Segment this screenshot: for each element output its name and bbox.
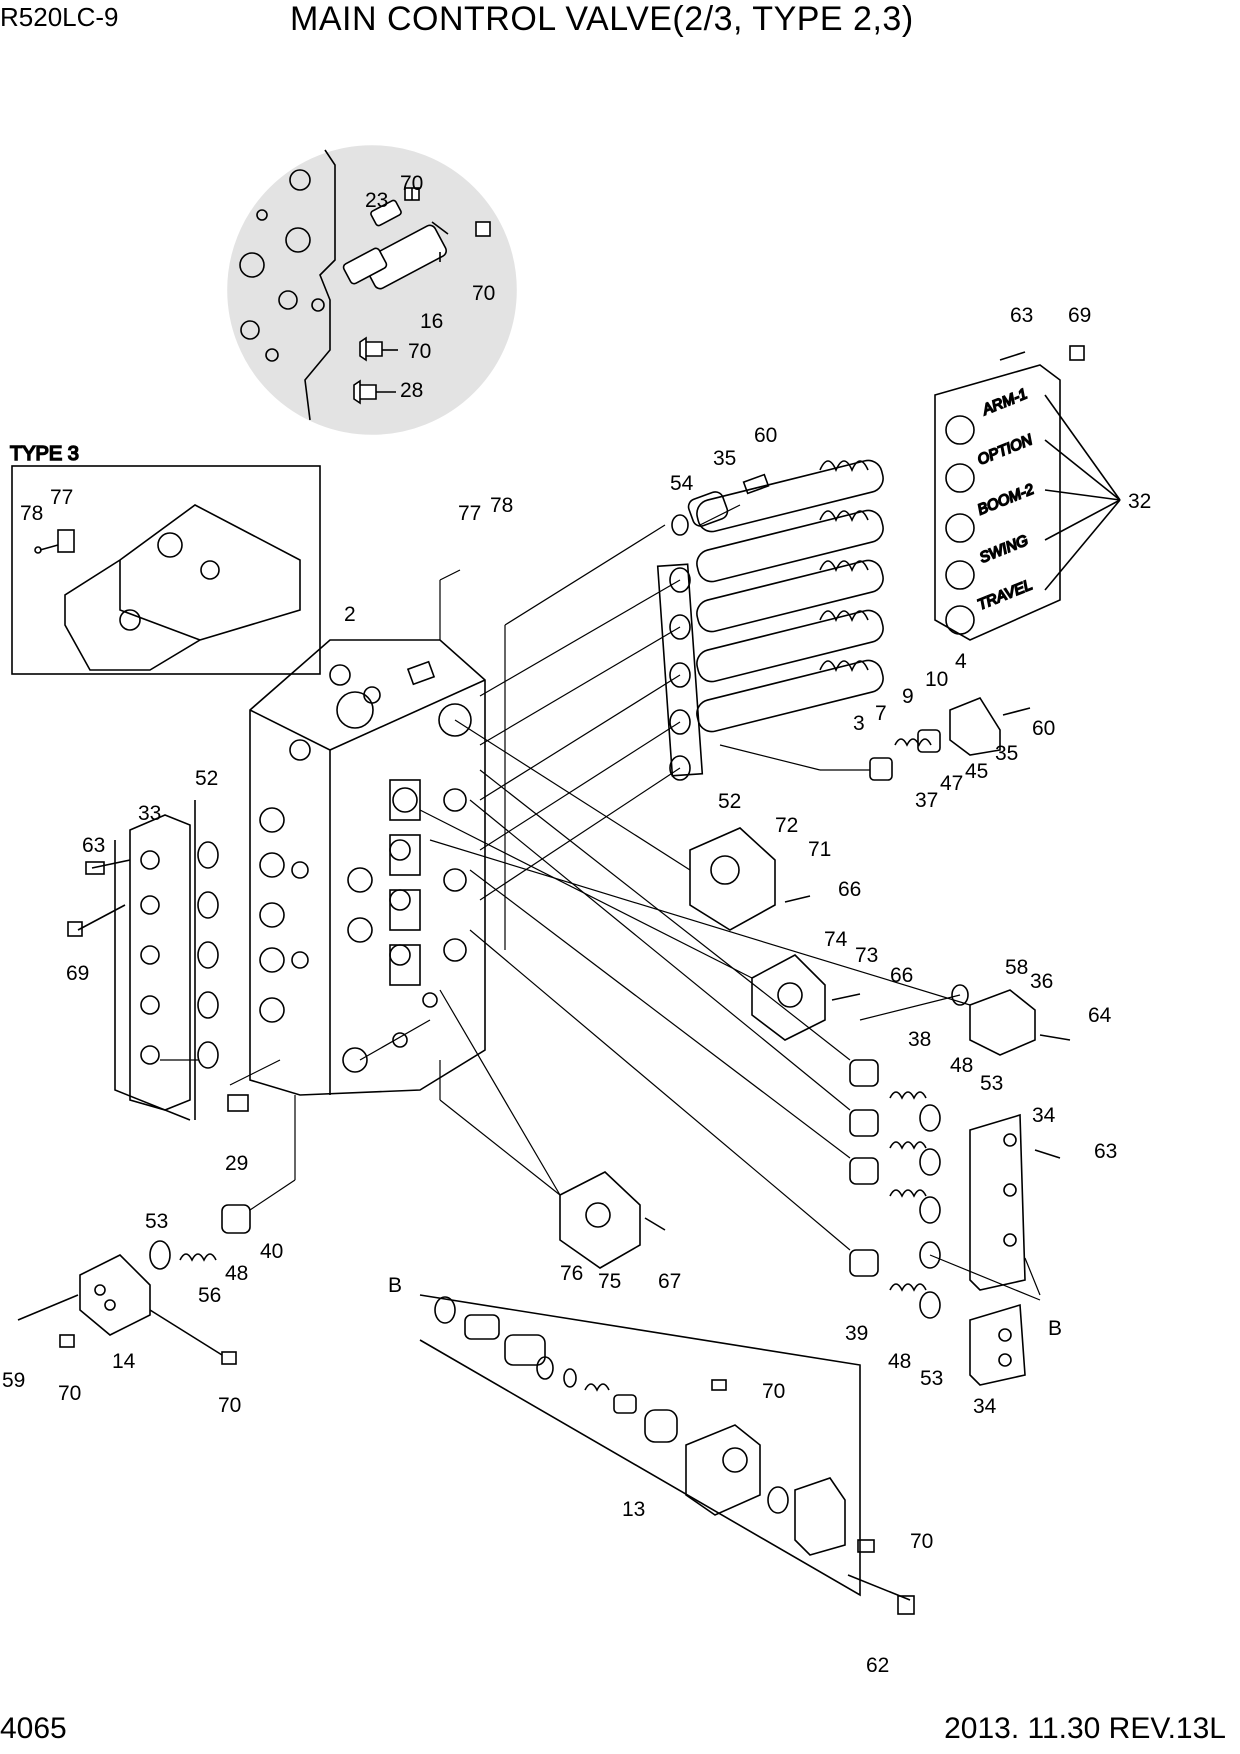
callout-56: 56 [198,1284,221,1307]
callout-48: 48 [950,1054,973,1077]
covers-71-74 [689,827,861,1041]
callout-labels: 70 23 70 16 70 28 78 77 77 78 2 54 35 60… [2,172,1151,1677]
callout-76: 76 [560,1262,583,1285]
callout-32: 32 [1128,490,1151,513]
callout-60: 60 [1032,717,1055,740]
cartridge-assembly-13 [419,1294,915,1615]
callout-13: 13 [622,1498,645,1521]
callout-77: 77 [458,502,481,525]
callout-73: 73 [855,944,878,967]
callout-53: 53 [920,1367,943,1390]
callout-48: 48 [225,1262,248,1285]
callout-29: 29 [225,1152,248,1175]
callout-54: 54 [670,472,694,495]
callout-35: 35 [995,742,1018,765]
leader-lines [160,504,1041,1301]
plugs-springs-rings [849,1059,1061,1386]
spool-set [656,459,884,781]
callout-36: 36 [1030,970,1053,993]
callout-7: 7 [875,702,887,725]
callout-39: 39 [845,1322,868,1345]
callout-63: 63 [1010,304,1033,327]
callout-63: 63 [1094,1140,1117,1163]
callout-2: 2 [344,603,356,626]
model-code: R520LC-9 [0,2,119,32]
callout-75: 75 [598,1270,621,1293]
callout-74: 74 [824,928,848,951]
callout-B: B [388,1274,402,1297]
callout-3: 3 [853,712,865,735]
callout-69: 69 [1068,304,1091,327]
callout-64: 64 [1088,1004,1112,1027]
callout-70: 70 [408,340,431,363]
revision-date: 2013. 11.30 REV.13L [944,1712,1226,1745]
callout-63: 63 [82,834,105,857]
page-number: 4065 [0,1712,67,1745]
callout-77: 77 [50,486,73,509]
callout-16: 16 [420,310,443,333]
callout-38: 38 [908,1028,931,1051]
relief-valve-16 [342,221,449,290]
cover-76 [559,1171,666,1269]
callout-53: 53 [980,1072,1003,1095]
callout-23: 23 [365,189,388,212]
cover-label-swing: SWING [977,532,1031,567]
callout-59: 59 [2,1369,25,1392]
callout-53: 53 [145,1210,168,1233]
callout-72: 72 [775,814,798,837]
callout-78: 78 [20,502,43,525]
callout-70: 70 [218,1394,241,1417]
cover-36 [951,984,1071,1056]
callout-34: 34 [1032,1104,1056,1127]
callout-35: 35 [713,447,736,470]
callout-33: 33 [138,802,161,825]
callout-9: 9 [902,685,914,708]
callout-71: 71 [808,838,831,861]
main-valve-body [249,639,486,1096]
callout-48: 48 [888,1350,911,1373]
callout-66: 66 [890,964,913,987]
cover-label-boom2: BOOM-2 [975,481,1037,519]
callout-62: 62 [866,1654,889,1677]
callout-4: 4 [955,650,967,673]
callout-66: 66 [838,878,861,901]
callout-37: 37 [915,789,938,812]
callout-52: 52 [195,767,218,790]
page-title: MAIN CONTROL VALVE(2/3, TYPE 2,3) [290,0,914,38]
callout-70: 70 [762,1380,785,1403]
type3-inset: TYPE 3 [9,442,321,675]
right-parts-35-45-47 [869,697,1031,781]
bottom-left-parts [17,1094,251,1365]
cover-label-travel: TRAVEL [975,576,1035,613]
detail-circle [227,145,517,435]
callout-58: 58 [1005,956,1028,979]
type3-label: TYPE 3 [10,443,79,465]
callout-52: 52 [718,790,741,813]
callout-70: 70 [400,172,423,195]
callout-67: 67 [658,1270,681,1293]
callout-10: 10 [925,668,948,691]
cover-label-arm1: ARM-1 [979,385,1030,419]
callout-47: 47 [940,772,963,795]
cover-label-option: OPTION [975,431,1035,468]
pilot-cover-32 [934,345,1121,641]
callout-70: 70 [58,1382,81,1405]
callout-28: 28 [400,379,423,402]
callout-60: 60 [754,424,777,447]
callout-14: 14 [112,1350,136,1373]
callout-34: 34 [973,1395,997,1418]
callout-B: B [1048,1317,1062,1340]
callout-40: 40 [260,1240,283,1263]
callout-78: 78 [490,494,513,517]
left-cover-33 [67,800,219,1121]
callout-45: 45 [965,760,988,783]
callout-70: 70 [472,282,495,305]
callout-70: 70 [910,1530,933,1553]
callout-69: 69 [66,962,89,985]
